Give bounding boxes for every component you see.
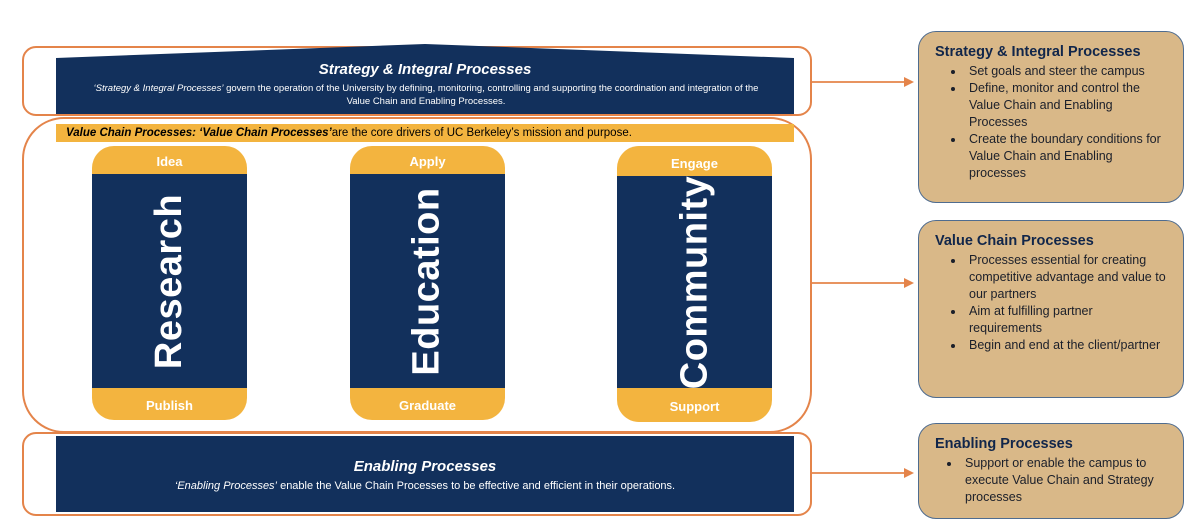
column-body: Research (92, 174, 247, 388)
list-item: Support or enable the campus to execute … (961, 455, 1169, 506)
value-column-community: Engage Support Community (617, 146, 772, 422)
column-top-label: Idea (156, 153, 183, 169)
value-chain-banner-text: are the core drivers of UC Berkeley’s mi… (331, 127, 632, 139)
enabling-desc-text: enable the Value Chain Processes to be e… (277, 480, 676, 492)
side-box-enabling: Enabling Processes Support or enable the… (918, 423, 1184, 519)
value-chain-banner-emphasis: ‘Value Chain Processes’ (199, 127, 332, 139)
enabling-desc-emphasis: ‘Enabling Processes’ (174, 480, 278, 492)
strategy-band: Strategy & Integral Processes ‘Strategy … (56, 44, 794, 114)
strategy-desc-emphasis: ‘Strategy & Integral Processes’ (93, 83, 224, 94)
list-item: Begin and end at the client/partner (965, 337, 1169, 354)
side-box-title: Value Chain Processes (935, 233, 1094, 249)
strategy-description: ‘Strategy & Integral Processes’ govern t… (86, 82, 766, 108)
side-box-title: Enabling Processes (935, 436, 1073, 452)
side-box-list: Support or enable the campus to execute … (935, 455, 1169, 506)
column-bottom-label: Publish (146, 397, 193, 413)
column-bottom-label: Graduate (398, 397, 457, 413)
side-box-list: Set goals and steer the campus Define, m… (935, 63, 1169, 182)
side-box-value-chain: Value Chain Processes Processes essentia… (918, 220, 1184, 398)
enabling-band: Enabling Processes ‘Enabling Processes’ … (56, 436, 794, 512)
value-column-education: Apply Graduate Education (350, 146, 505, 420)
column-body: Community (617, 175, 772, 389)
value-column-research: Idea Publish Research (92, 146, 247, 420)
column-top-label: Apply (409, 153, 446, 169)
enabling-description: ‘Enabling Processes’ enable the Value Ch… (76, 480, 774, 492)
strategy-title: Strategy & Integral Processes (318, 60, 532, 78)
list-item: Create the boundary conditions for Value… (965, 131, 1169, 182)
value-chain-banner-label: Value Chain Processes: (66, 127, 196, 139)
list-item: Processes essential for creating competi… (965, 252, 1169, 303)
strategy-desc-text: govern the operation of the University b… (223, 83, 759, 107)
list-item: Aim at fulfilling partner requirements (965, 303, 1169, 337)
list-item: Define, monitor and control the Value Ch… (965, 80, 1169, 131)
column-body: Education (350, 174, 505, 388)
column-top-label: Engage (671, 155, 718, 171)
side-box-title: Strategy & Integral Processes (935, 44, 1141, 60)
value-chain-banner: Value Chain Processes: ‘Value Chain Proc… (56, 124, 794, 142)
column-bottom-label: Support (669, 398, 720, 414)
side-box-list: Processes essential for creating competi… (935, 252, 1169, 354)
enabling-title: Enabling Processes (353, 457, 497, 475)
enabling-outline (22, 432, 812, 516)
side-box-strategy: Strategy & Integral Processes Set goals … (918, 31, 1184, 203)
list-item: Set goals and steer the campus (965, 63, 1169, 80)
